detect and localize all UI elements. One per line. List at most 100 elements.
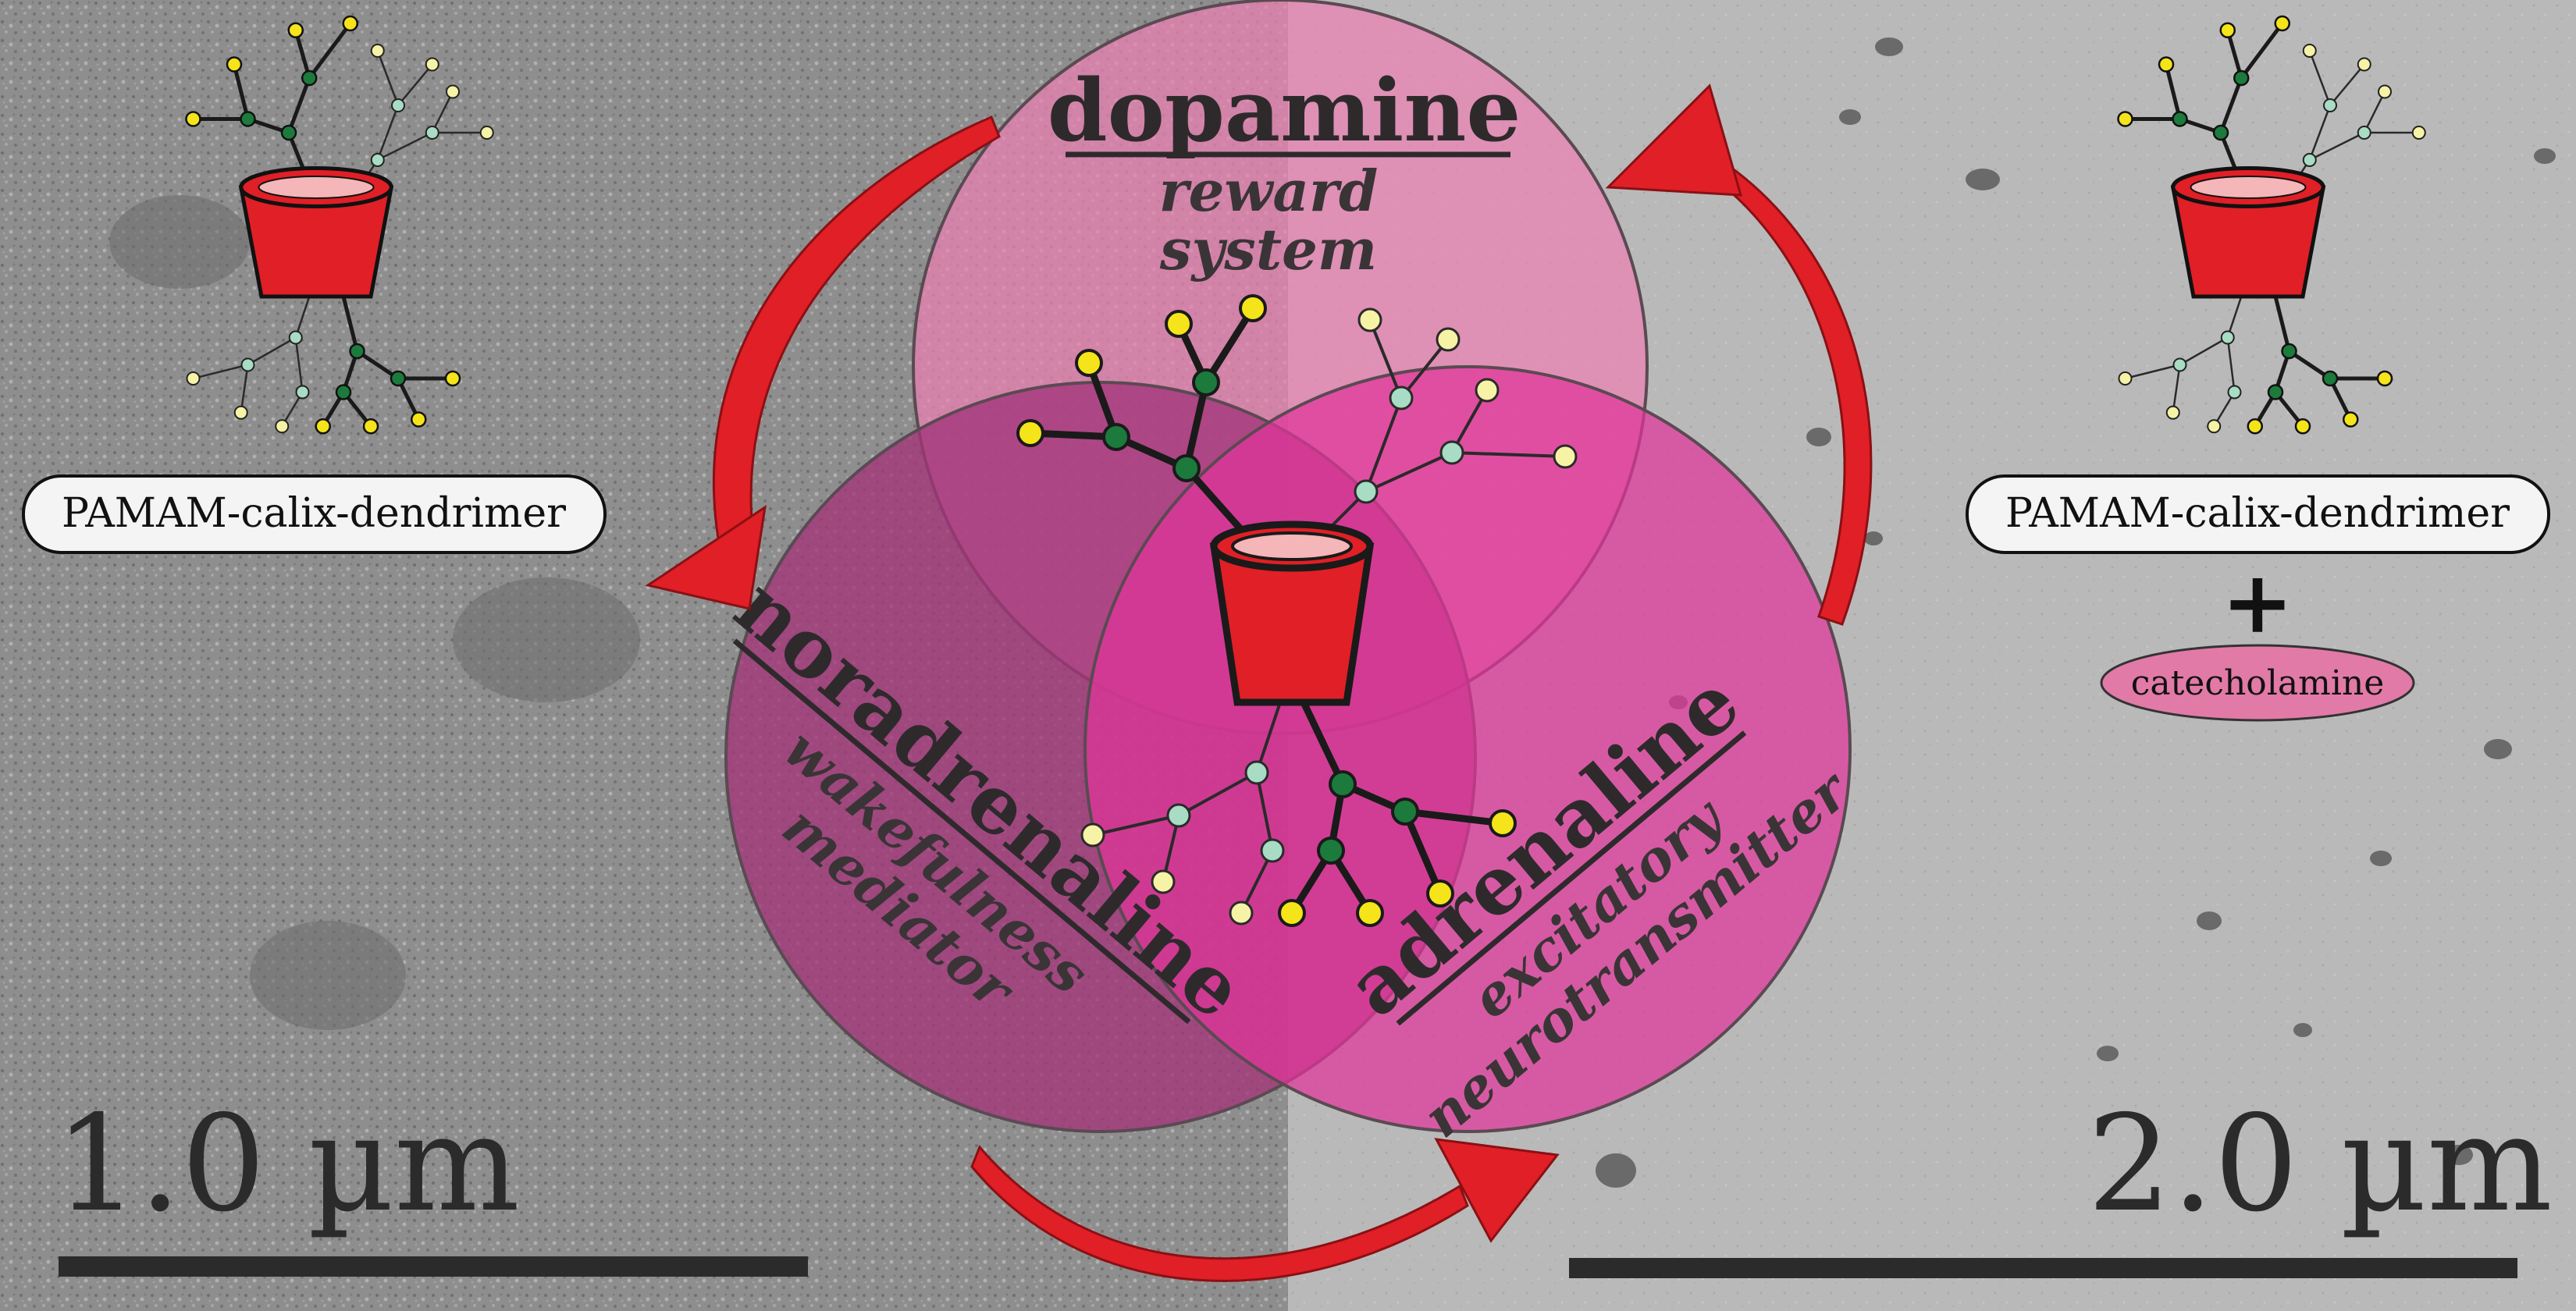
left-dendrimer-label: PAMAM-calix-dendrimer [62, 490, 566, 537]
dendrimer-branch [286, 77, 311, 133]
left-scale-label: 1.0 µm [55, 1087, 520, 1242]
left-dendrimer-label-box [22, 474, 607, 554]
calix-cup-opening [258, 176, 375, 199]
dendrimer-node [2323, 98, 2337, 112]
right-scale-bar [1569, 1258, 2517, 1278]
left-scale-bar [59, 1256, 808, 1277]
dendrimer-node [446, 84, 460, 99]
dendrimer-node [2378, 84, 2392, 99]
dopamine-title: dopamine [1048, 60, 1521, 161]
dendrimer-node [2207, 419, 2222, 434]
dendrimer-branch [2329, 63, 2365, 106]
dendrimer-node [275, 419, 290, 434]
dendrimer-branch [356, 349, 400, 381]
dendrimer-node [425, 126, 439, 140]
dendrimer-node [444, 370, 461, 387]
dendrimer-branch [2308, 105, 2332, 161]
dendrimer-branch [2218, 77, 2243, 133]
dendrimer-node [2357, 126, 2371, 140]
right-scale-label: 2.0 µm [2087, 1087, 2553, 1242]
catecholamine-badge [2100, 644, 2415, 722]
dendrimer-node [2118, 371, 2133, 385]
dendrimer-branch [193, 364, 248, 380]
dendrimer-node [240, 357, 255, 372]
dendrimer-node [2165, 405, 2180, 420]
right-dendrimer-label: PAMAM-calix-dendrimer [2005, 490, 2510, 537]
dendrimer-branch [376, 50, 400, 106]
plus-sign: + [2222, 552, 2293, 652]
dendrimer-branch [240, 364, 249, 413]
adrenaline-underline [1396, 730, 1747, 1026]
dendrimer-node [2343, 411, 2359, 428]
dendrimer-node [2219, 22, 2236, 38]
left-panel-particles [109, 195, 640, 1030]
dendrimer-branch [2179, 336, 2229, 366]
arrowhead-adrenaline [1434, 1138, 1560, 1243]
dendrimer-branch [232, 63, 250, 120]
dendrimer-branch [294, 30, 311, 79]
right-dendrimer-label-box [1966, 474, 2550, 554]
dopamine-sub1: reward [1159, 158, 1379, 224]
dopamine-sub2: system [1159, 216, 1377, 282]
dendrimer-branch [341, 296, 359, 352]
dendrimer-node [342, 15, 358, 32]
dendrimer-branch [2164, 63, 2182, 120]
dendrimer-node [2220, 330, 2235, 345]
dendrimer-node [287, 22, 304, 38]
dendrimer-node [2233, 69, 2250, 87]
dendrimer-node [295, 385, 310, 400]
dendrimer-branch [2226, 30, 2243, 79]
dendrimer-branch [431, 91, 454, 133]
dendrimer-node [2376, 370, 2393, 387]
dendrimer-node [2227, 385, 2242, 400]
dendrimer-node [186, 371, 201, 385]
dendrimer-node [479, 126, 494, 140]
dendrimer-node [2117, 111, 2133, 127]
dendrimer-node [2411, 126, 2426, 140]
dendrimer-node [185, 111, 201, 127]
dendrimer-branch [2363, 91, 2386, 133]
dendrimer-node [2357, 57, 2371, 72]
dendrimer-branch [308, 22, 352, 80]
dendrimer-branch [397, 63, 433, 106]
dendrimer-node [2172, 111, 2188, 127]
dendrimer-node [2172, 357, 2187, 372]
dendrimer-node [390, 370, 407, 387]
dendrimer-node [315, 418, 331, 435]
dendrimer-branch [2308, 50, 2332, 106]
dendrimer-node [335, 384, 352, 400]
dendrimer-node [2302, 153, 2317, 167]
arrow-noradrenaline-to-adrenaline [970, 1145, 1469, 1282]
arrowhead-dopamine [1605, 83, 1743, 197]
dendrimer-node [2247, 418, 2263, 435]
dendrimer-node [233, 405, 248, 420]
noradrenaline-underline [732, 638, 1191, 1025]
dendrimer-node [2294, 418, 2311, 435]
dendrimer-node [2158, 56, 2175, 73]
right-dendrimer [2117, 15, 2426, 435]
dendrimer-node [240, 111, 256, 127]
catecholamine-label: catecholamine [2131, 663, 2385, 703]
dendrimer-branch [2125, 364, 2180, 380]
dendrimer-branch [2172, 364, 2181, 413]
cycle-arrows [645, 83, 1873, 1282]
center-dendrimer [1016, 294, 1578, 927]
dendrimer-node [425, 57, 439, 72]
dendrimer-node [2274, 15, 2290, 32]
dendrimer-node [2322, 370, 2339, 387]
dendrimer-node [280, 124, 297, 141]
calix-cup-opening [2190, 176, 2307, 199]
dendrimer-branch [2273, 296, 2291, 352]
left-dendrimer [185, 15, 494, 435]
dendrimer-node [288, 330, 303, 345]
dendrimer-branch [2226, 337, 2236, 393]
dendrimer-branch [294, 337, 304, 393]
dendrimer-branch [294, 296, 311, 338]
dendrimer-node [362, 418, 379, 435]
dendrimer-node [2212, 124, 2229, 141]
dendrimer-node [2267, 384, 2284, 400]
dendrimer-branch [2288, 349, 2332, 381]
dendrimer-branch [2309, 131, 2365, 162]
dendrimer-node [391, 98, 405, 112]
